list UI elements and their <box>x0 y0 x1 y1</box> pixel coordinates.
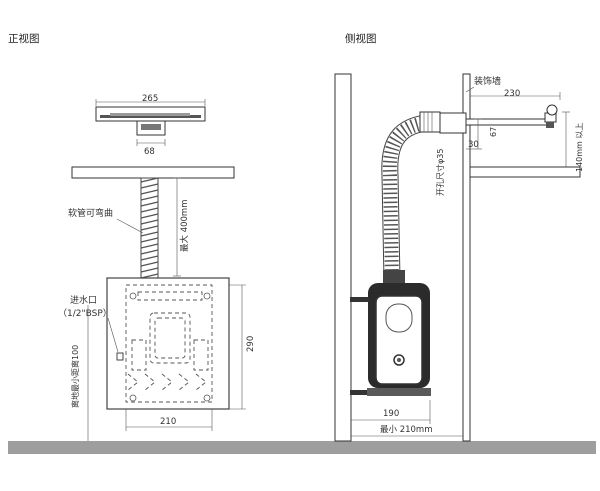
floor <box>8 441 596 454</box>
dim-small-offset: 30 <box>468 140 479 150</box>
dim-small-height: 67 <box>489 127 498 137</box>
dim-max-length: 最大 400mm <box>179 200 190 253</box>
side-left-wall <box>334 73 352 442</box>
dim-max-length-line <box>173 177 181 277</box>
dim-width: 210 <box>160 417 176 427</box>
leader-hose <box>116 218 144 234</box>
front-hose <box>140 177 159 281</box>
leader-wall <box>465 86 475 93</box>
front-counter <box>71 166 235 179</box>
dim-min-height-line <box>562 111 570 167</box>
dim-width-line <box>125 409 213 431</box>
dim-unit-depth-line <box>351 400 431 424</box>
label-hole: 开孔尺寸φ35 <box>435 149 445 196</box>
dim-top-width: 265 <box>142 94 158 104</box>
dim-height-line <box>229 284 246 410</box>
label-wall: 装饰墙 <box>474 75 501 87</box>
side-spout <box>439 104 558 134</box>
label-hose: 软管可弯曲 <box>68 207 113 219</box>
front-unit <box>106 277 230 410</box>
side-hose <box>381 111 441 281</box>
side-deco-wall <box>462 73 471 442</box>
label-inlet-line2: （1/2"BSP） <box>58 308 112 319</box>
front-top-detail: 265 68 <box>95 94 206 157</box>
dim-height: 290 <box>246 336 256 352</box>
leader-inlet <box>107 317 119 353</box>
dim-depth-top: 230 <box>504 89 520 99</box>
label-floor-distance: 离地最小距离100 <box>70 345 80 408</box>
dim-small-height-line <box>474 118 482 149</box>
side-unit <box>350 270 431 396</box>
label-inlet-line1: 进水口 <box>70 294 97 306</box>
dim-bracket-width: 68 <box>144 147 155 157</box>
side-view-title: 侧视图 <box>345 32 377 45</box>
front-view-title: 正视图 <box>8 32 40 45</box>
dim-min-height: 140mm 以上 <box>575 123 584 172</box>
dim-min-depth: 最小 210mm <box>380 424 433 435</box>
side-counter <box>469 166 581 178</box>
dim-depth-top-line <box>470 92 561 100</box>
dim-unit-depth: 190 <box>383 409 399 419</box>
